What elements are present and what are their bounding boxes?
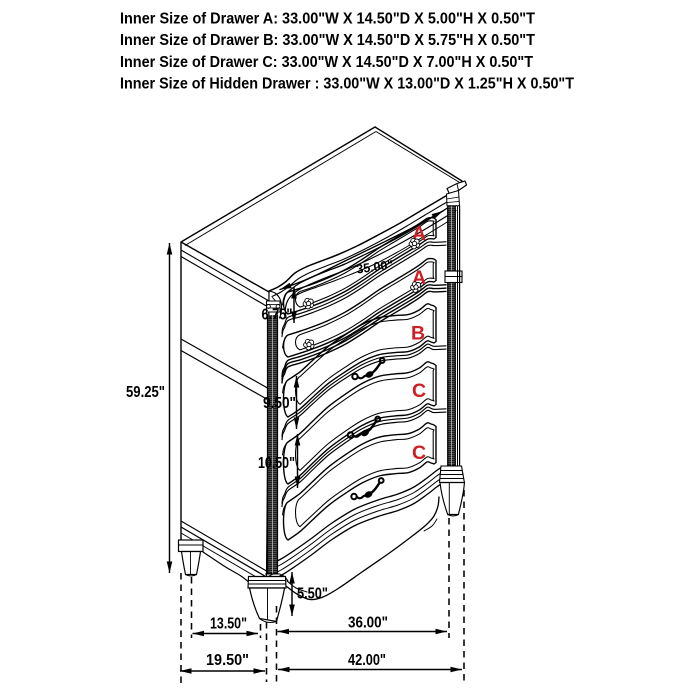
svg-text:9.50": 9.50" bbox=[263, 395, 296, 412]
svg-text:6.75": 6.75" bbox=[262, 307, 293, 324]
svg-text:Inner Size of Drawer B: 33.00": Inner Size of Drawer B: 33.00"W X 14.50"… bbox=[120, 32, 536, 49]
svg-text:35.00": 35.00" bbox=[355, 257, 394, 277]
svg-text:10.50": 10.50" bbox=[258, 455, 295, 472]
svg-text:5.50": 5.50" bbox=[297, 586, 328, 603]
svg-text:19.50": 19.50" bbox=[206, 652, 249, 669]
svg-text:C: C bbox=[412, 442, 426, 464]
svg-text:B: B bbox=[411, 323, 425, 345]
svg-text:Inner Size of Drawer A: 33.00": Inner Size of Drawer A: 33.00"W X 14.50"… bbox=[120, 11, 536, 28]
svg-text:Inner Size of Hidden Drawer :: Inner Size of Hidden Drawer : 33.00"W X … bbox=[120, 76, 575, 93]
svg-text:59.25": 59.25" bbox=[126, 384, 165, 401]
svg-text:36.00": 36.00" bbox=[348, 615, 388, 632]
svg-text:42.00": 42.00" bbox=[348, 652, 386, 669]
svg-text:Inner Size of Drawer C: 33.00": Inner Size of Drawer C: 33.00"W X 14.50"… bbox=[120, 54, 534, 71]
svg-text:13.50": 13.50" bbox=[210, 616, 247, 633]
svg-text:C: C bbox=[412, 380, 426, 402]
